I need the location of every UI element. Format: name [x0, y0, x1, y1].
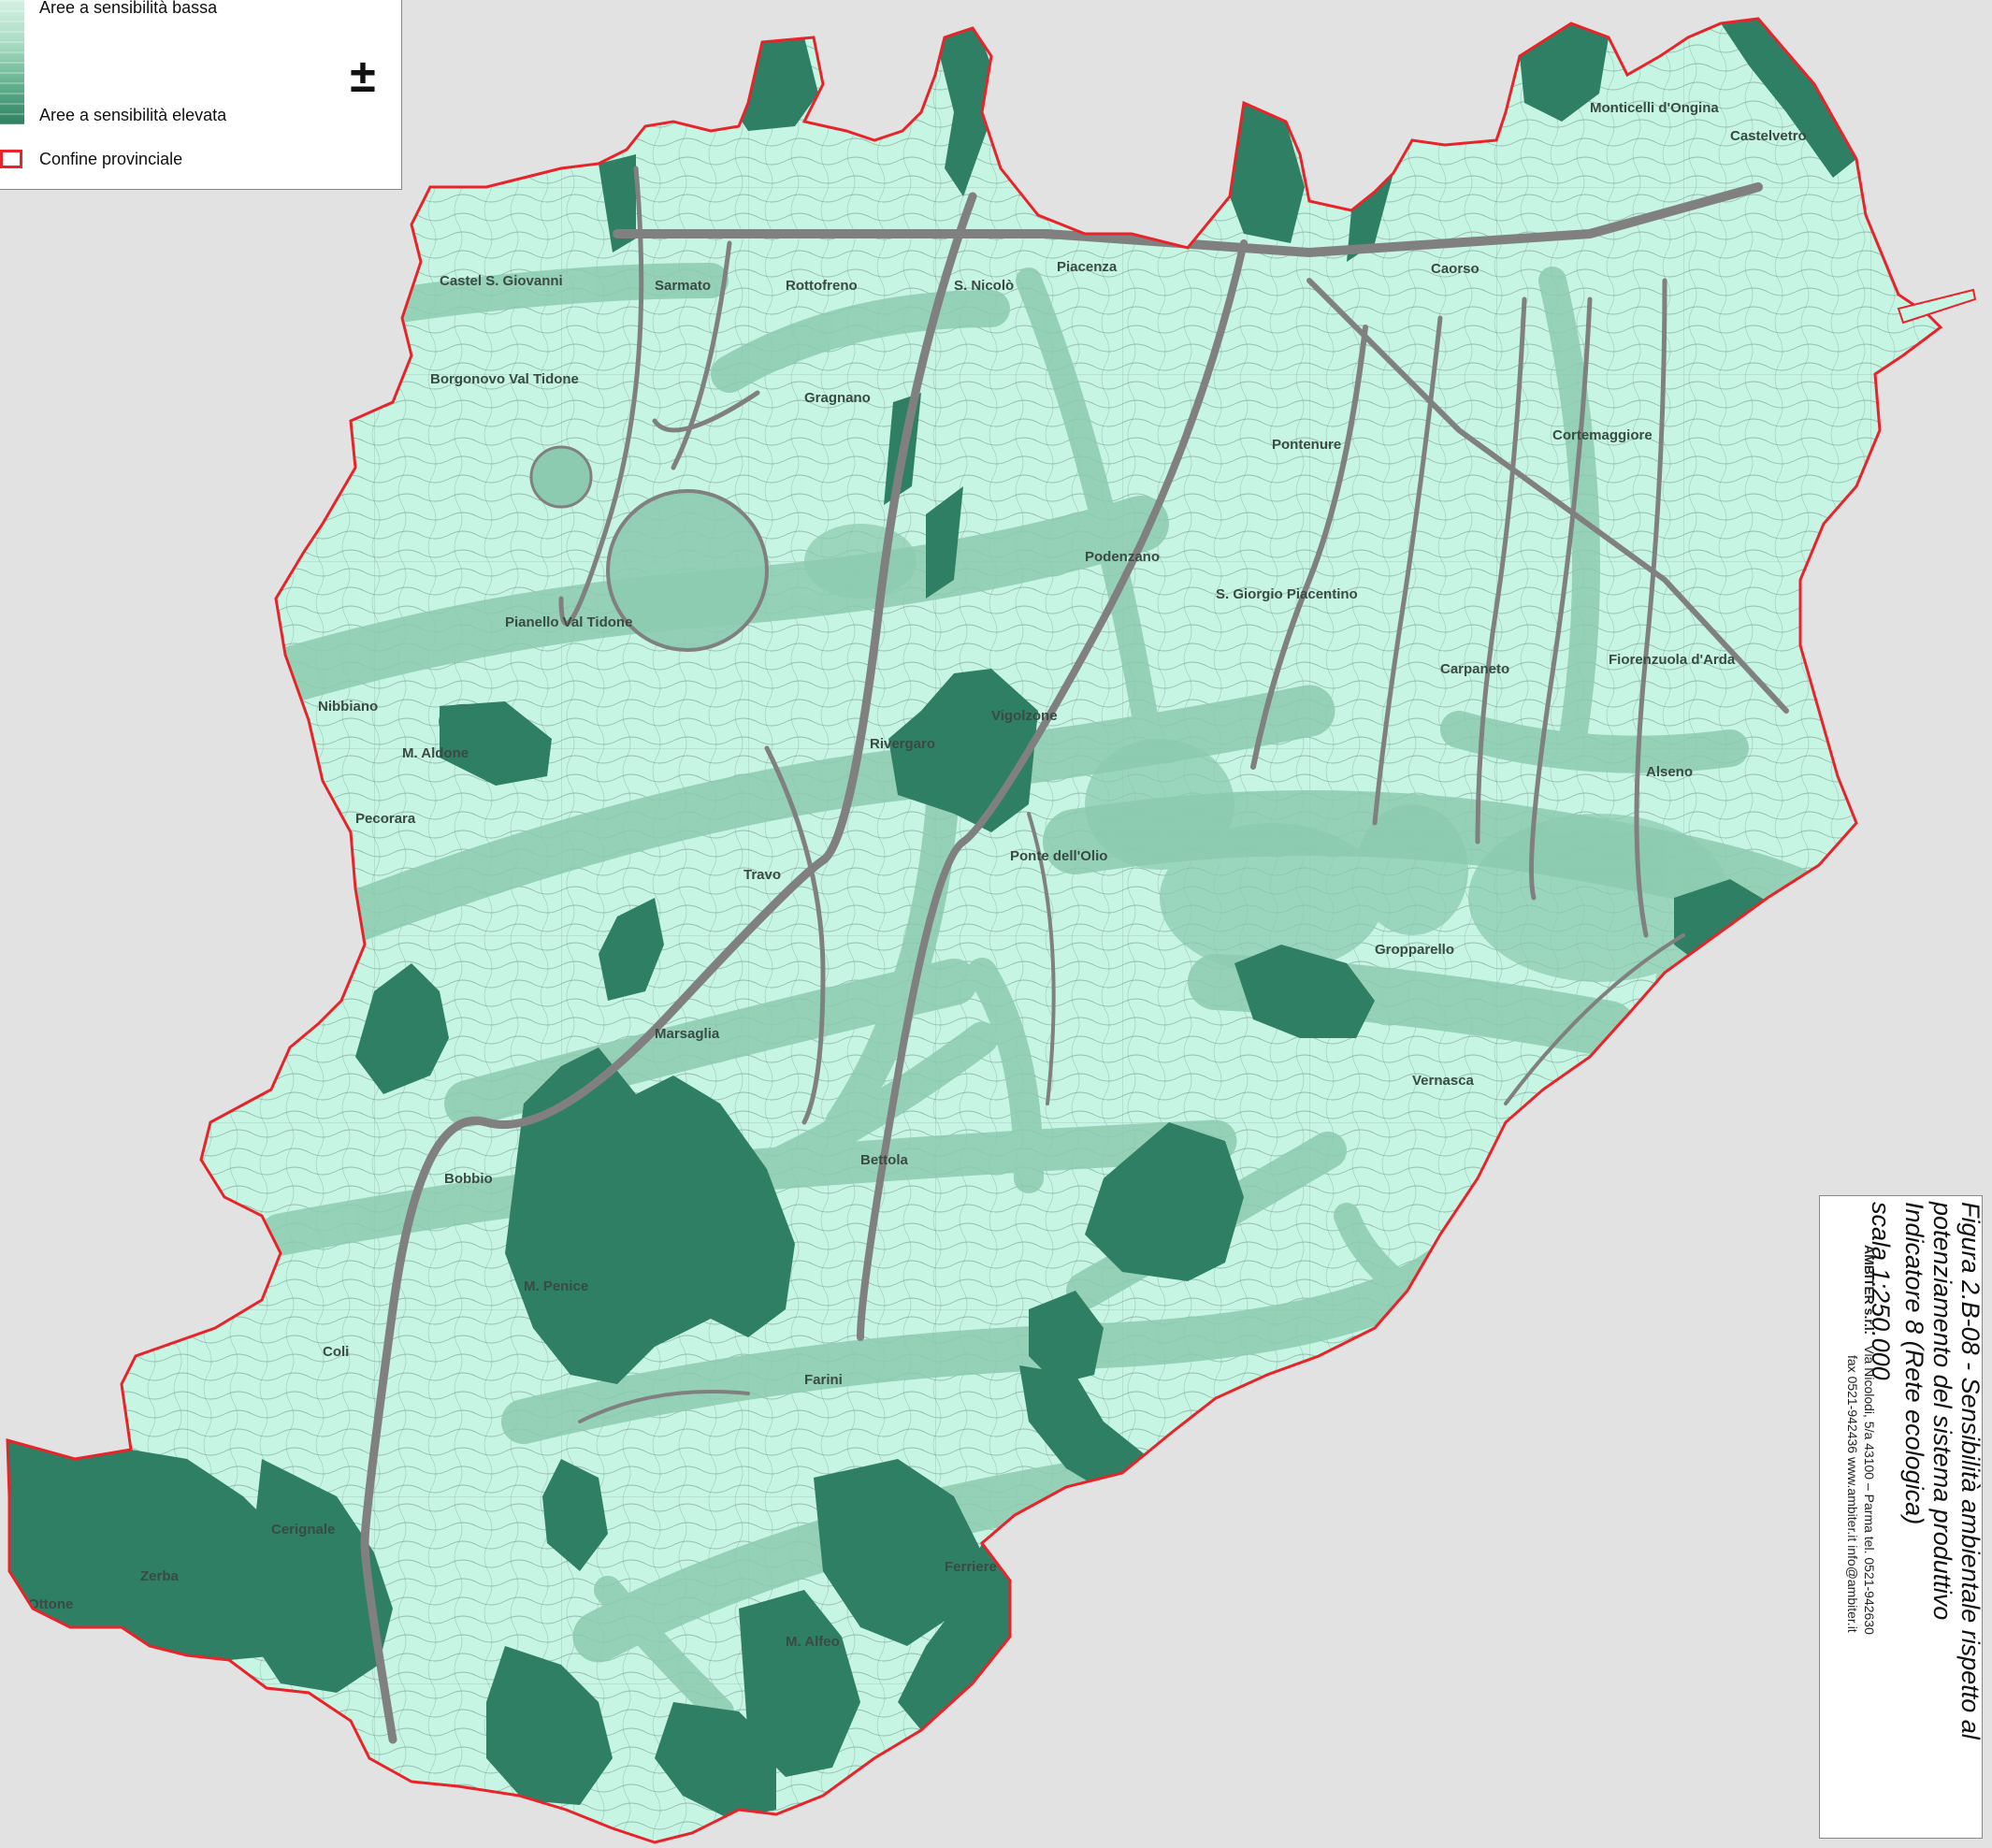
town-label: S. Giorgio Piacentino: [1216, 586, 1358, 602]
town-label: Carpaneto: [1440, 661, 1509, 677]
town-label: Alseno: [1646, 764, 1693, 780]
legend-border-label: Confine provinciale: [39, 150, 183, 168]
town-label: Fiorenzuola d'Arda: [1609, 652, 1736, 668]
town-label: Ponte dell'Olio: [1010, 848, 1107, 864]
town-label: Castelvetro: [1730, 128, 1807, 144]
town-label: Coli: [323, 1344, 349, 1360]
town-label: Cerignale: [271, 1522, 335, 1538]
town-label: Caorso: [1431, 261, 1480, 277]
town-label: Rottofreno: [786, 278, 858, 294]
legend-low-label: Aree a sensibilità bassa: [39, 0, 218, 17]
town-label: M. Aldone: [402, 745, 469, 761]
company-address: Via Nicolodi, 5/a 43100 – Parma tel. 052…: [1862, 1345, 1877, 1635]
town-label: Marsaglia: [655, 1026, 720, 1042]
town-label: Bettola: [860, 1152, 908, 1168]
town-label: Lugagnano: [1459, 1260, 1535, 1276]
north-arrow-icon: ±: [350, 50, 376, 102]
town-label: Pontenure: [1272, 437, 1341, 453]
town-label: Cortemaggiore: [1552, 427, 1653, 443]
town-label: Pecorara: [355, 811, 416, 827]
town-label: Borgonovo Val Tidone: [430, 371, 579, 387]
town-label: Farini: [804, 1372, 843, 1388]
town-label: Castel S. Giovanni: [440, 273, 563, 289]
credits: AMBITER s.r.l. Via Nicolodi, 5/a 43100 –…: [1844, 1245, 1878, 1635]
color-ramp-steps: [0, 0, 24, 124]
legend-high-label: Aree a sensibilità elevata: [39, 106, 227, 124]
town-label: Bobbio: [444, 1171, 493, 1187]
town-label: Gropparello: [1375, 942, 1454, 958]
title-block: Figura 2.B-08 - Sensibilità ambientale r…: [1819, 1195, 1983, 1839]
company-name: AMBITER s.r.l.: [1862, 1245, 1877, 1335]
map-legend: Aree a sensibilità bassa Aree a sensibil…: [0, 0, 402, 190]
town-label: Gragnano: [804, 390, 871, 406]
town-label: Piacenza: [1057, 259, 1118, 275]
town-label: Ottone: [28, 1596, 73, 1612]
town-label: Travo: [743, 867, 781, 883]
town-label: Vernasca: [1412, 1073, 1475, 1089]
town-label: Rivergaro: [870, 736, 935, 752]
title-line-2: potenziamento del sistema produttivo: [1928, 1202, 1956, 1621]
town-label: Sarmato: [655, 278, 711, 294]
province-border-swatch: [0, 150, 22, 168]
sensitivity-color-ramp: [0, 0, 24, 124]
town-label: Zerba: [140, 1568, 180, 1584]
town-label: Podenzano: [1085, 549, 1160, 565]
title-line-3: Indicatore 8 (Rete ecologica): [1900, 1202, 1928, 1525]
title-block-rotated: Figura 2.B-08 - Sensibilità ambientale r…: [1845, 1202, 1983, 1828]
town-label: Vigolzone: [991, 708, 1058, 724]
town-label: Monticelli d'Ongina: [1590, 100, 1719, 116]
town-label: M. Penice: [524, 1278, 588, 1294]
title-line-1: Figura 2.B-08 - Sensibilità ambientale r…: [1956, 1202, 1983, 1740]
town-label: S. Nicolò: [954, 278, 1014, 294]
company-contacts: fax 0521-942436 www.ambiter.it info@ambi…: [1845, 1355, 1860, 1633]
town-label: M. Alfeo: [786, 1634, 840, 1650]
town-label: Nibbiano: [318, 699, 378, 715]
town-label: Ferriere: [945, 1559, 997, 1575]
town-label: Morfasso: [1627, 1157, 1690, 1173]
town-label: Pianello Val Tidone: [505, 614, 632, 630]
